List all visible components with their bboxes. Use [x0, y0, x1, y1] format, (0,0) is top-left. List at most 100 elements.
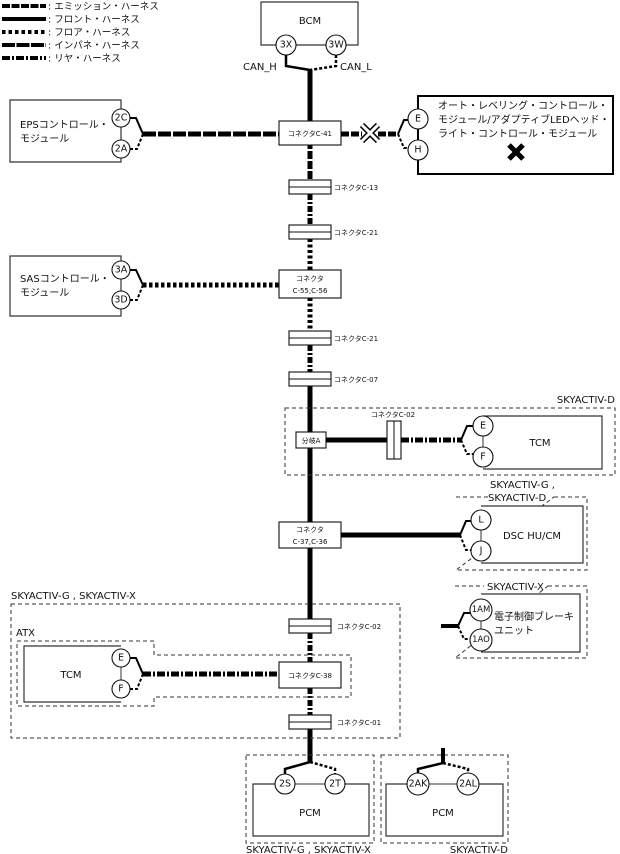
connector-label: コネクタC-13 — [334, 183, 378, 192]
connector-c07[interactable]: コネクタC-07 — [288, 371, 378, 387]
module-dsc-hu-cm[interactable]: L J DSC HU/CM — [470, 505, 584, 564]
area-label-line1: SKYACTIV-G , — [490, 480, 555, 491]
legend-item-front: : フロント・ハーネス — [2, 15, 140, 26]
module-pcm-skyactiv-d[interactable]: 2AK 2AL PCM — [385, 772, 504, 837]
module-name: PCM — [299, 808, 321, 819]
pin-label: E — [118, 653, 124, 664]
connector-c21-lower[interactable]: コネクタC-21 — [288, 330, 378, 346]
connector-c21-upper[interactable]: コネクタC-21 — [288, 224, 378, 240]
area-label: SKYACTIV-X — [487, 582, 544, 593]
module-electronic-brake-unit[interactable]: 1AM 1AO 電子制御ブレーキ ユニット — [469, 593, 581, 653]
pin-label: 2AK — [409, 779, 429, 790]
connector-label: コネクタC-38 — [288, 671, 332, 680]
pin-label: F — [480, 452, 485, 463]
pin-label: E — [480, 421, 486, 432]
connector-c02-d[interactable]: コネクタC-02 — [371, 410, 415, 460]
connector-c13[interactable]: コネクタC-13 — [288, 179, 378, 195]
connector-c41[interactable]: コネクタC-41 — [278, 120, 342, 146]
connector-c37-c36[interactable]: コネクタ C-37,C-36 — [278, 521, 342, 549]
pin-label: 2C — [115, 113, 128, 124]
module-headlight-control[interactable]: E H オート・レベリング・コントロール・ モジュール/アダプティブLEDヘッド… — [407, 95, 614, 175]
module-tcm-skyactiv-d[interactable]: E F TCM — [472, 415, 603, 470]
pin-label: E — [415, 114, 421, 125]
pin-e[interactable] — [472, 415, 494, 437]
module-bcm[interactable]: BCM 3X 3W CAN_H CAN_L — [243, 1, 372, 73]
pin-2s[interactable] — [274, 773, 296, 795]
pin-2ak[interactable] — [406, 772, 430, 796]
legend-label: : フロント・ハーネス — [48, 15, 140, 26]
pin-label: 2A — [115, 144, 128, 155]
not-equipped-x-icon — [507, 143, 525, 161]
connector-label-line1: コネクタ — [296, 274, 324, 283]
module-sas[interactable]: SASコントロール・ モジュール 3A 3D — [9, 255, 131, 317]
branch-label: 分岐A — [302, 436, 321, 445]
area-label: ATX — [16, 628, 35, 639]
pin-l[interactable] — [470, 509, 492, 531]
disconnected-x-icon — [359, 122, 381, 144]
module-name-line2: モジュール/アダプティブLEDヘッド・ — [438, 113, 610, 126]
area-label-line2: SKYACTIV-D — [488, 493, 546, 504]
area-skyactiv-g-x: SKYACTIV-G , SKYACTIV-X — [10, 591, 401, 739]
connector-c02-gx[interactable]: コネクタC-02 — [288, 618, 381, 634]
pin-label: 1AO — [472, 635, 490, 645]
area-atx: ATX — [16, 628, 352, 707]
pin-label: 2AL — [459, 779, 478, 790]
module-name: BCM — [299, 16, 321, 27]
pin-f[interactable] — [472, 446, 494, 468]
pin-label: 3X — [280, 40, 293, 51]
connector-label: コネクタC-21 — [334, 334, 378, 343]
area-label: SKYACTIV-D — [450, 845, 508, 854]
module-name-line1: EPSコントロール・ — [20, 120, 109, 131]
pin-1ao[interactable] — [469, 628, 493, 652]
connector-c01[interactable]: コネクタC-01 — [288, 714, 381, 730]
pin-label: 3D — [114, 295, 127, 306]
module-name-line1: SASコントロール・ — [20, 274, 110, 285]
connector-c55-c56[interactable]: コネクタ C-55,C-56 — [278, 269, 342, 299]
pin-2al[interactable] — [456, 772, 480, 796]
module-pcm-skyactiv-g-x[interactable]: 2S 2T PCM — [252, 773, 370, 837]
module-name-line3: ライト・コントロール・モジュール — [438, 128, 597, 140]
pin-label: F — [118, 684, 123, 695]
legend-label: : リヤ・ハーネス — [48, 54, 121, 65]
pin-label: 2T — [329, 779, 341, 790]
pin-label: 3W — [328, 40, 344, 51]
pin-label: L — [478, 515, 484, 526]
connector-c38[interactable]: コネクタC-38 — [278, 661, 342, 689]
module-tcm-atx[interactable]: E F TCM — [23, 645, 131, 703]
area-label: SKYACTIV-G , SKYACTIV-X — [11, 591, 136, 602]
module-name-line1: オート・レベリング・コントロール・ — [438, 99, 608, 112]
module-eps[interactable]: EPSコントロール・ モジュール 2C 2A — [9, 99, 131, 163]
connector-label: コネクタC-02 — [337, 622, 381, 631]
pin-h[interactable] — [407, 139, 429, 161]
module-name: TCM — [59, 670, 81, 681]
area-skyactiv-g-d-dsc: SKYACTIV-G , SKYACTIV-D — [454, 480, 588, 571]
pin-label: J — [479, 546, 483, 557]
signal-can-h: CAN_H — [243, 62, 277, 73]
connector-label-line2: C-37,C-36 — [293, 538, 328, 546]
pin-e[interactable] — [407, 108, 429, 130]
pin-label: 3A — [115, 265, 128, 276]
pin-label: 2S — [279, 779, 291, 790]
branch-a[interactable]: 分岐A — [295, 431, 327, 449]
connector-label: コネクタC-02 — [371, 410, 415, 419]
legend-item-floor: : フロア・ハーネス — [2, 28, 130, 39]
pin-j[interactable] — [470, 540, 492, 562]
legend-item-instrument: : インパネ・ハーネス — [2, 41, 140, 52]
connector-label-line2: C-55,C-56 — [293, 287, 328, 295]
legend-label: : エミッション・ハーネス — [48, 2, 159, 13]
legend-item-emission: : エミッション・ハーネス — [2, 2, 159, 13]
area-skyactiv-d-tcm: SKYACTIV-D — [284, 395, 616, 476]
pin-1am[interactable] — [469, 598, 493, 622]
legend: : エミッション・ハーネス : フロント・ハーネス : フロア・ハーネス : イ… — [2, 2, 159, 65]
module-name: TCM — [528, 438, 550, 449]
module-name-line2: モジュール — [20, 288, 69, 299]
pin-2t[interactable] — [324, 773, 346, 795]
area-pcm-skyactiv-g-x: SKYACTIV-G , SKYACTIV-X — [245, 754, 375, 854]
module-name: DSC HU/CM — [503, 531, 561, 542]
signal-can-l: CAN_L — [340, 62, 372, 73]
module-name-line2: モジュール — [20, 134, 69, 145]
connector-label: コネクタC-01 — [337, 718, 381, 727]
module-name: PCM — [432, 808, 454, 819]
module-name-line2: ユニット — [494, 626, 534, 637]
